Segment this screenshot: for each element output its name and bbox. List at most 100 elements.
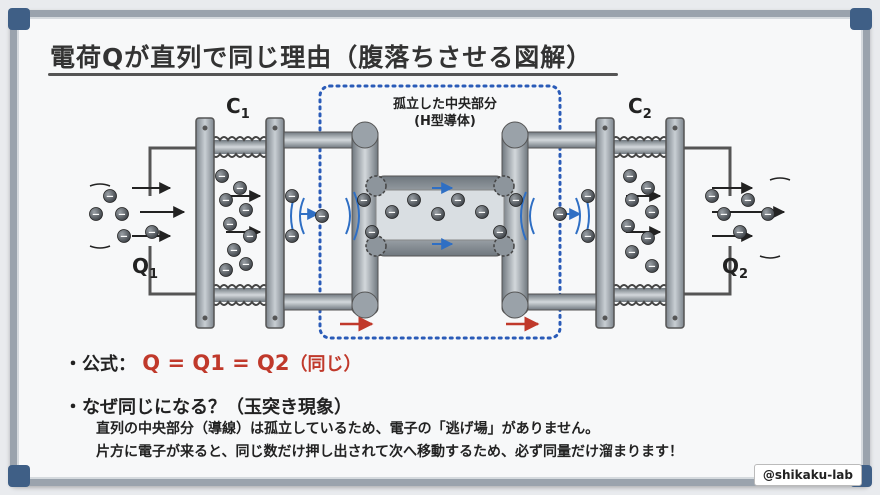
electron-sign: − bbox=[644, 234, 652, 245]
electron-sign: − bbox=[368, 228, 376, 239]
electron: − bbox=[385, 205, 399, 219]
c1-springs bbox=[210, 136, 270, 306]
explanation-line-2: 片方に電子が来ると、同じ数だけ押し出されて次へ移動するため、必ず同量だけ溜まりま… bbox=[96, 444, 684, 460]
electron-sign: − bbox=[360, 196, 368, 207]
electron: − bbox=[733, 225, 747, 239]
c2-label-sub: 2 bbox=[642, 107, 652, 122]
electron: − bbox=[285, 229, 299, 243]
electron: − bbox=[407, 193, 421, 207]
electron: − bbox=[451, 193, 465, 207]
left-lead-wire-top bbox=[148, 146, 196, 196]
electron: − bbox=[493, 225, 507, 239]
electron: − bbox=[761, 207, 775, 221]
right-lead-wire-top bbox=[684, 146, 732, 196]
electron-sign: − bbox=[434, 210, 442, 221]
electron: − bbox=[233, 181, 247, 195]
electron-sign: − bbox=[288, 232, 296, 243]
c1-right-plate bbox=[265, 117, 285, 329]
electron: − bbox=[641, 231, 655, 245]
left-lead-wire-bottom bbox=[148, 246, 196, 296]
electron: − bbox=[357, 193, 371, 207]
electron-sign: − bbox=[628, 196, 636, 207]
electron-sign: − bbox=[478, 208, 486, 219]
electron-sign: − bbox=[246, 232, 254, 243]
electron-sign: − bbox=[230, 246, 238, 257]
electron-sign: − bbox=[584, 232, 592, 243]
electron-sign: − bbox=[148, 228, 156, 239]
electron-sign: − bbox=[242, 260, 250, 271]
electron-sign: − bbox=[92, 210, 100, 221]
electron-sign: − bbox=[496, 228, 504, 239]
electron: − bbox=[285, 189, 299, 203]
electron: − bbox=[243, 229, 257, 243]
center-label-line1: 孤立した中央部分 bbox=[392, 97, 497, 112]
electron-sign: − bbox=[744, 196, 752, 207]
page-title: 電荷Qが直列で同じ理由（腹落ちさせる図解） bbox=[50, 43, 593, 72]
right-lead-wire-bottom bbox=[684, 246, 732, 296]
q2-label: Q2 bbox=[722, 254, 748, 282]
electron: − bbox=[315, 209, 329, 223]
electron-sign: − bbox=[118, 210, 126, 221]
electron: − bbox=[89, 207, 103, 221]
electrons: −−−−−−−−−−−−−−−−−−−−−−−−−−−−−−−−−−−−−−−−… bbox=[89, 169, 775, 277]
formula-note: （同じ） bbox=[289, 354, 362, 375]
electron: − bbox=[223, 217, 237, 231]
c2-label-main: C bbox=[628, 94, 643, 118]
electron: − bbox=[741, 193, 755, 207]
electron: − bbox=[625, 193, 639, 207]
electron-sign: − bbox=[512, 196, 520, 207]
c2-label: C2 bbox=[628, 94, 652, 122]
electron-sign: − bbox=[644, 184, 652, 195]
electron-sign: − bbox=[626, 172, 634, 183]
electron-sign: − bbox=[556, 210, 564, 221]
electron: − bbox=[475, 205, 489, 219]
electron-sign: − bbox=[218, 172, 226, 183]
electron-sign: − bbox=[736, 228, 744, 239]
electron: − bbox=[509, 193, 523, 207]
electron-sign: − bbox=[222, 266, 230, 277]
electron-sign: − bbox=[410, 196, 418, 207]
electron: − bbox=[645, 205, 659, 219]
electron-sign: − bbox=[764, 210, 772, 221]
c2-springs bbox=[610, 136, 670, 306]
formula-label: ・公式： bbox=[64, 354, 136, 375]
c2-right-plate bbox=[665, 117, 685, 329]
c2-left-plate bbox=[595, 117, 615, 329]
electron-sign: − bbox=[288, 192, 296, 203]
c1-left-plate bbox=[195, 117, 215, 329]
electron: − bbox=[553, 207, 567, 221]
electron-sign: − bbox=[648, 262, 656, 273]
electron: − bbox=[431, 207, 445, 221]
electron: − bbox=[625, 245, 639, 259]
c1-label-sub: 1 bbox=[240, 107, 250, 122]
q2-label-sub: 2 bbox=[739, 267, 749, 282]
electron: − bbox=[219, 263, 233, 277]
electron: − bbox=[581, 229, 595, 243]
electron-sign: − bbox=[628, 248, 636, 259]
electron-sign: − bbox=[318, 212, 326, 223]
q1-label: Q1 bbox=[132, 254, 158, 282]
electron: − bbox=[239, 257, 253, 271]
wind-strokes bbox=[89, 177, 791, 259]
frame-corner-top-left bbox=[8, 8, 30, 30]
c1-label-main: C bbox=[226, 94, 241, 118]
author-signature: @shikaku-lab bbox=[753, 464, 862, 486]
electron: − bbox=[621, 219, 635, 233]
electron: − bbox=[239, 203, 253, 217]
electron: − bbox=[103, 189, 117, 203]
electron-sign: − bbox=[120, 232, 128, 243]
title-underline bbox=[48, 73, 618, 76]
electron: − bbox=[581, 189, 595, 203]
electron-sign: − bbox=[584, 192, 592, 203]
frame-corner-bottom-left bbox=[8, 465, 30, 487]
electron-sign: − bbox=[236, 184, 244, 195]
electron: − bbox=[219, 193, 233, 207]
electron: − bbox=[115, 207, 129, 221]
electron: − bbox=[145, 225, 159, 239]
electron: − bbox=[215, 169, 229, 183]
electron: − bbox=[705, 189, 719, 203]
electron-sign: − bbox=[222, 196, 230, 207]
electron-sign: − bbox=[708, 192, 716, 203]
